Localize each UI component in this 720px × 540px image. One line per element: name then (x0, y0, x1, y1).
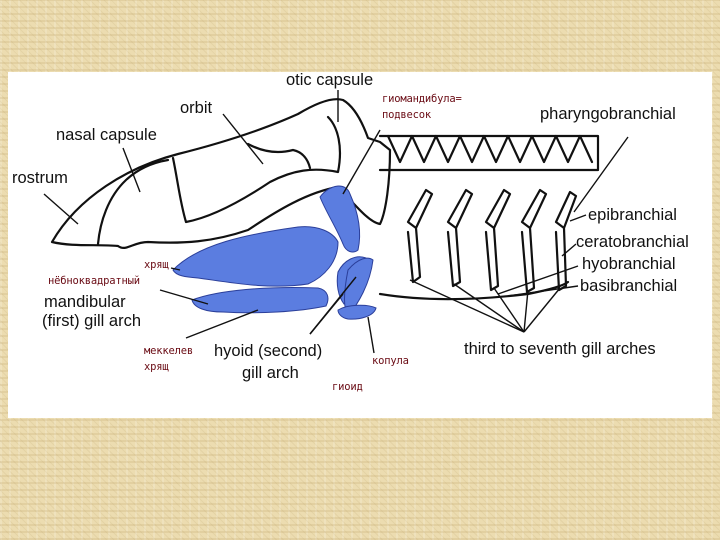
label-hyobranchial: hyobranchial (582, 256, 676, 273)
gill-arch-4 (448, 190, 472, 286)
pharyngobranchial-row (380, 136, 598, 170)
label-rostrum: rostrum (12, 170, 68, 187)
leader-gill-2 (454, 284, 524, 332)
palatoquadrate-cartilage (173, 227, 338, 286)
label-mandibular-line1: mandibular (44, 294, 126, 311)
label-epibranchial: epibranchial (588, 207, 677, 224)
label-nasal-capsule: nasal capsule (56, 127, 157, 144)
label-hyoid-line2: gill arch (242, 365, 299, 382)
ru-label-copula: копула (372, 356, 409, 367)
copula-cartilage (338, 305, 376, 319)
label-orbit: orbit (180, 100, 212, 117)
leader-copula (368, 317, 374, 353)
label-mandibular-line2: (first) gill arch (42, 313, 141, 330)
diagram-panel: otic capsule orbit nasal capsule rostrum… (8, 72, 712, 418)
ru-label-hyomandibular-2: подвесок (382, 110, 431, 121)
ru-label-meckel-1: меккелев (144, 346, 193, 357)
leader-hyomandibular (343, 130, 380, 194)
gill-arch-5 (486, 190, 510, 290)
label-hyoid-line1: hyoid (second) (214, 343, 322, 360)
leader-gill-4 (524, 290, 528, 332)
ru-label-hyoid: гиоид (332, 382, 363, 393)
label-otic-capsule: otic capsule (286, 72, 373, 89)
label-third-to-seventh: third to seventh gill arches (464, 341, 656, 358)
gill-arch-6 (522, 190, 546, 292)
ru-label-hyomandibular-1: гиомандибула= (382, 94, 462, 105)
leader-pharyngo (574, 137, 628, 212)
leader-meckel (186, 310, 258, 338)
label-pharyngobranchial: pharyngobranchial (540, 106, 676, 123)
basibranchial-line (380, 282, 568, 299)
meckels-cartilage (192, 288, 328, 313)
leader-rostrum (44, 194, 78, 224)
gill-arch-7 (556, 192, 576, 290)
label-basibranchial: basibranchial (580, 278, 677, 295)
pharyngobranchial-zigzag (388, 136, 592, 162)
leader-epi (570, 215, 586, 221)
label-ceratobranchial: ceratobranchial (576, 234, 689, 251)
ru-label-palatoquadrate-1: хрящ (144, 260, 169, 271)
orbit-outline (173, 117, 340, 222)
ru-label-palatoquadrate-2: нёбноквадратный (48, 276, 140, 287)
gill-arch-3 (408, 190, 432, 282)
ru-label-meckel-2: хрящ (144, 362, 169, 373)
